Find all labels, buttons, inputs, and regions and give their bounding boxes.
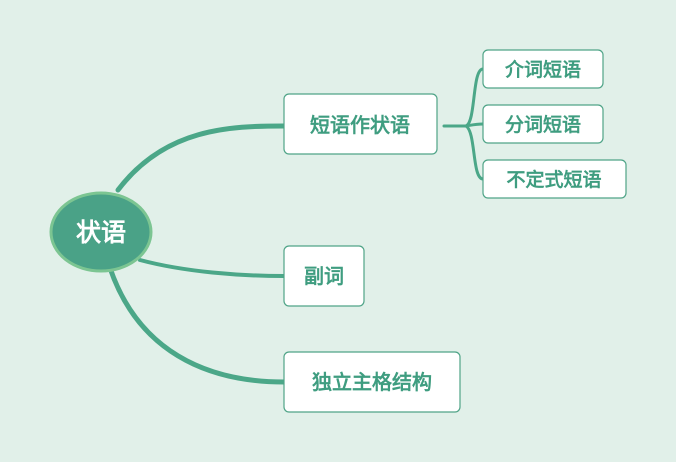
node-infinitive-phrase-label: 不定式短语 <box>506 168 601 191</box>
connector-to-participle-phrase <box>464 122 485 128</box>
node-participle-phrase-label: 分词短语 <box>505 113 581 136</box>
node-adverb[interactable]: 副词 <box>283 245 365 307</box>
node-absolute-construction[interactable]: 独立主格结构 <box>283 351 461 413</box>
connector-to-infinitive-phrase <box>464 124 485 181</box>
root-node-label: 状语 <box>76 218 126 247</box>
node-adverb-box <box>283 245 365 307</box>
connector-to-preposition-phrase <box>464 67 485 128</box>
node-infinitive-phrase[interactable]: 不定式短语 <box>482 159 627 199</box>
node-preposition-phrase[interactable]: 介词短语 <box>482 49 604 89</box>
node-infinitive-phrase-box <box>482 159 627 199</box>
node-absolute-construction-box <box>283 351 461 413</box>
node-phrase-adverbial-box <box>283 93 438 155</box>
root-node[interactable]: 状语 <box>49 191 153 273</box>
node-absolute-construction-label: 独立主格结构 <box>312 370 432 394</box>
node-participle-phrase[interactable]: 分词短语 <box>482 104 604 144</box>
node-adverb-label: 副词 <box>304 264 344 288</box>
root-node-shape <box>49 191 153 273</box>
node-preposition-phrase-label: 介词短语 <box>504 58 581 81</box>
connector-root-to-phrase-adverbial <box>115 123 287 193</box>
connector-root-to-absolute-construction <box>107 265 287 385</box>
node-phrase-adverbial[interactable]: 短语作状语 <box>283 93 438 155</box>
node-preposition-phrase-box <box>482 49 604 89</box>
connector-root-to-adverb <box>138 258 286 278</box>
node-phrase-adverbial-label: 短语作状语 <box>310 113 410 137</box>
node-participle-phrase-box <box>482 104 604 144</box>
